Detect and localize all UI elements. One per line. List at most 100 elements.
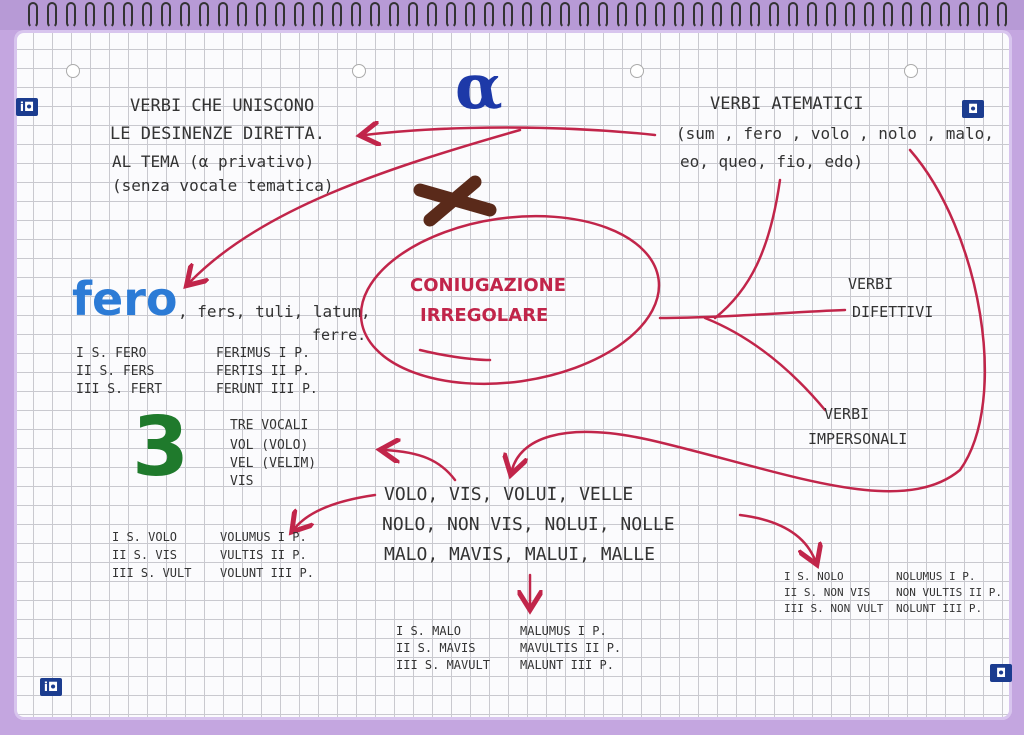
spiral-ring (845, 2, 855, 28)
definition-line: VERBI CHE UNISCONO (130, 96, 315, 116)
definition-line: LE DESINENZE DIRETTA. (110, 124, 325, 144)
spiral-ring (427, 2, 437, 28)
spiral-ring (28, 2, 38, 28)
spiral-ring (693, 2, 703, 28)
spiral-ring (332, 2, 342, 28)
volo-form-sing: II S. VIS (112, 548, 178, 562)
three-digit: 3 (132, 400, 190, 495)
spiral-ring (142, 2, 152, 28)
connector-difettivi (658, 308, 847, 320)
arrow-to-definition (365, 128, 657, 136)
spiral-ring (750, 2, 760, 28)
spiral-ring (484, 2, 494, 28)
spiral-ring (503, 2, 513, 28)
cross-mark-icon (413, 175, 497, 227)
nolo-form-sing: I S. NOLO (784, 570, 844, 583)
fero-word: fero (72, 272, 178, 326)
volo-form-sing: I S. VOLO (112, 530, 178, 544)
volo-form-plur: VOLUMUS I P. (220, 530, 307, 544)
fero-form-sing: II S. FERS (76, 364, 155, 379)
spiral-ring (788, 2, 798, 28)
atematici-list: eo, queo, fio, edo) (680, 152, 864, 171)
three-vowels-line: VOL (VOLO) (230, 438, 309, 453)
corner-logo-icon: i◘ (40, 678, 62, 696)
three-vowels-line: VIS (230, 474, 254, 489)
spiral-ring (807, 2, 817, 28)
malo-form-plur: MALUMUS I P. (520, 624, 607, 638)
nolo-form-plur: NON VULTIS II P. (896, 586, 1002, 599)
volo-form-plur: VOLUNT III P. (220, 566, 314, 580)
spiral-ring (370, 2, 380, 28)
spiral-ring (579, 2, 589, 28)
definition-line: (senza vocale tematica) (112, 176, 334, 195)
spiral-ring (617, 2, 627, 28)
connector-impersonali (703, 316, 827, 412)
punch-hole (630, 64, 644, 78)
center-title: CONIUGAZIONE (410, 275, 567, 296)
volo-form-plur: VULTIS II P. (220, 548, 307, 562)
spiral-ring (769, 2, 779, 28)
nolo-form-sing: III S. NON VULT (784, 602, 884, 615)
spiral-ring (921, 2, 931, 28)
fero-form-sing: III S. FERT (76, 382, 163, 397)
arrow-to-fero (190, 128, 522, 282)
impersonali-label: IMPERSONALI (808, 430, 908, 448)
spiral-ring (522, 2, 532, 28)
spiral-ring (674, 2, 684, 28)
spiral-ring (47, 2, 57, 28)
main-forms-line: VOLO, VIS, VOLUI, VELLE (384, 484, 634, 505)
nolo-form-plur: NOLUMUS I P. (896, 570, 976, 583)
main-forms-line: NOLO, NON VIS, NOLUI, NOLLE (382, 514, 675, 535)
spiral-ring (655, 2, 665, 28)
malo-form-sing: I S. MALO (396, 624, 462, 638)
corner-logo-icon: ◘ (962, 100, 984, 118)
spiral-ring (294, 2, 304, 28)
corner-logo-icon: i◘ (16, 98, 38, 116)
spiral-ring (883, 2, 893, 28)
corner-logo-icon: ◘ (990, 664, 1012, 682)
spiral-ring (180, 2, 190, 28)
fero-principal-parts: ferre. (312, 326, 367, 344)
spiral-ring (978, 2, 988, 28)
fero-form-sing: I S. FERO (76, 346, 147, 361)
spiral-ring (123, 2, 133, 28)
spiral-ring (902, 2, 912, 28)
spiral-ring (104, 2, 114, 28)
fero-form-plur: FERTIS II P. (216, 364, 310, 379)
spiral-ring (408, 2, 418, 28)
malo-form-plur: MAVULTIS II P. (520, 641, 622, 655)
spiral-ring (636, 2, 646, 28)
punch-hole (904, 64, 918, 78)
difettivi-label: VERBI (848, 275, 894, 293)
spiral-ring (199, 2, 209, 28)
nolo-form-plur: NOLUNT III P. (896, 602, 983, 615)
spiral-ring (218, 2, 228, 28)
spiral-ring (465, 2, 475, 28)
main-forms-line: MALO, MAVIS, MALUI, MALLE (384, 544, 655, 565)
nolo-form-sing: II S. NON VIS (784, 586, 871, 599)
grid-paper-sheet (14, 30, 1012, 720)
connector-right-loop (512, 148, 987, 493)
difettivi-label: DIFETTIVI (852, 303, 934, 321)
arrow-to-volo (295, 493, 377, 528)
center-ellipse (359, 214, 661, 386)
punch-hole (352, 64, 366, 78)
spiral-ring (826, 2, 836, 28)
center-title: IRREGOLARE (420, 305, 549, 326)
spiral-ring (560, 2, 570, 28)
center-tail (418, 348, 492, 362)
spiral-ring (446, 2, 456, 28)
malo-form-sing: III S. MAVULT (396, 658, 490, 672)
volo-form-sing: III S. VULT (112, 566, 192, 580)
malo-form-plur: MALUNT III P. (520, 658, 614, 672)
definition-line: AL TEMA (α privativo) (112, 152, 315, 171)
spiral-ring (66, 2, 76, 28)
spiral-binding (0, 0, 1024, 30)
fero-form-plur: FERUNT III P. (216, 382, 318, 397)
punch-hole (66, 64, 80, 78)
spiral-ring (997, 2, 1007, 28)
spiral-ring (864, 2, 874, 28)
spiral-ring (85, 2, 95, 28)
